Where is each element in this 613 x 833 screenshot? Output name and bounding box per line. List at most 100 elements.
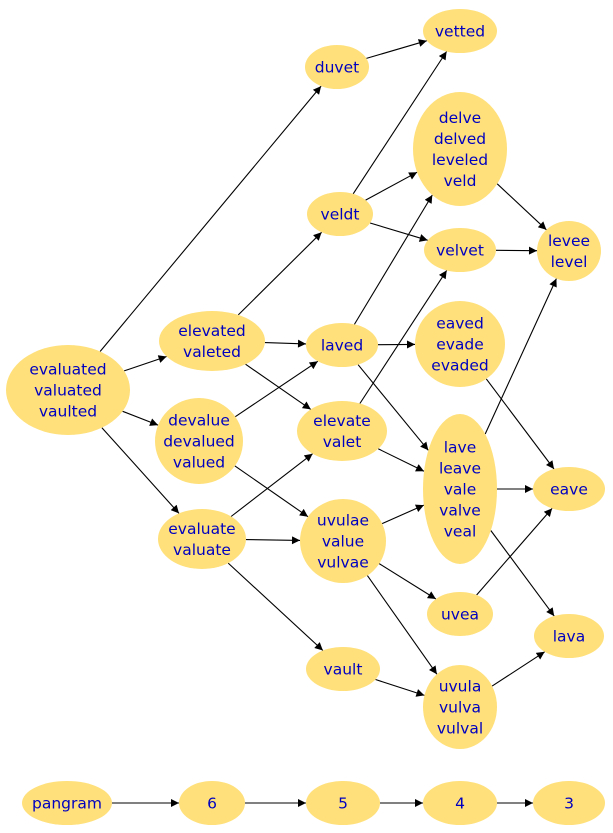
node-eave: eave [533, 467, 605, 511]
node-label: veldt [321, 206, 360, 224]
node-devalue: devalue devalued valued [155, 398, 243, 484]
edge-elevate-to-lave [377, 448, 425, 472]
node-shape-n5 [306, 781, 380, 825]
edge-evaluate-to-vault [227, 562, 324, 651]
node-label: vulval [437, 720, 483, 738]
node-label: uvula [439, 678, 482, 696]
node-shape-lava [534, 614, 604, 658]
node-evaluate: evaluate valuate [158, 509, 246, 569]
node-shape-eaved [415, 301, 505, 387]
edge-evaluate-to-elevate [230, 453, 313, 517]
node-label: valeted [183, 343, 241, 361]
node-shape-pangram [22, 781, 112, 825]
node-shape-levee [537, 221, 601, 281]
node-shape-duvet [305, 45, 369, 89]
node-label: valet [323, 433, 362, 451]
node-vault: vault [306, 647, 380, 691]
node-n3: 3 [533, 781, 605, 825]
node-label: vaulted [39, 403, 97, 421]
node-n4: 4 [423, 781, 497, 825]
node-label: vale [444, 481, 477, 499]
nodes-layer: evaluated valuated vaulted elevated valeted d… [6, 9, 605, 825]
node-shape-velvet [424, 228, 496, 272]
node-label: evade [436, 336, 484, 354]
edge-lave-to-lava [490, 530, 555, 617]
node-label: delved [434, 130, 486, 148]
node-label: devalued [163, 433, 235, 451]
node-shape-eave [533, 467, 605, 511]
node-label: vulva [439, 699, 481, 717]
edge-elevated-to-veldt [237, 231, 322, 316]
node-label: veal [444, 523, 477, 541]
node-label: 3 [564, 795, 574, 813]
edge-evaluated-to-elevated [123, 355, 167, 372]
edge-devalue-to-uvulae [234, 465, 309, 518]
edge-duvet-to-vetted [366, 39, 427, 59]
node-shape-delve [413, 92, 507, 206]
node-shape-vault [306, 647, 380, 691]
node-label: elevated [178, 322, 246, 340]
edge-uvea-to-eave [476, 508, 553, 596]
node-n6: 6 [179, 781, 245, 825]
edge-veldt-to-delve [365, 171, 418, 201]
node-label: evaded [431, 357, 488, 375]
node-levee: levee level [537, 221, 601, 281]
node-label: value [322, 533, 364, 551]
node-label: valuate [173, 541, 231, 559]
edge-delve-to-levee [496, 183, 547, 231]
edge-laved-to-lave [357, 364, 429, 451]
edge-elevated-to-laved [264, 339, 307, 348]
node-shape-lave [423, 414, 497, 564]
node-shape-n6 [179, 781, 245, 825]
node-label: duvet [315, 59, 359, 77]
node-label: evaluated [29, 361, 106, 379]
node-pangram: pangram [22, 781, 112, 825]
node-label: lava [553, 628, 585, 646]
node-label: veld [444, 172, 477, 190]
node-lava: lava [534, 614, 604, 658]
node-label: lave [444, 439, 477, 457]
node-label: eave [550, 481, 588, 499]
node-vetted: vetted [423, 9, 497, 53]
node-shape-veldt [307, 192, 373, 236]
node-n5: 5 [306, 781, 380, 825]
node-label: valve [439, 502, 481, 520]
node-shape-elevate [297, 401, 387, 461]
edges-layer [99, 39, 557, 807]
node-label: eaved [436, 315, 484, 333]
node-label: pangram [32, 795, 102, 813]
node-label: vulvae [317, 554, 369, 572]
node-label: valued [173, 454, 225, 472]
edge-elevated-to-elevate [245, 363, 312, 410]
node-elevated: elevated valeted [159, 311, 265, 371]
node-label: leveled [432, 151, 488, 169]
edge-laved-to-delve [353, 194, 433, 325]
edge-uvulae-to-uvula [366, 575, 438, 675]
node-label: levee [548, 232, 590, 250]
node-shape-laved [306, 323, 378, 367]
node-label: valuated [34, 382, 102, 400]
node-label: level [551, 253, 588, 271]
node-duvet: duvet [305, 45, 369, 89]
node-shape-vetted [423, 9, 497, 53]
edge-evaluated-to-devalue [122, 410, 159, 426]
node-label: devalue [168, 412, 230, 430]
node-label: 6 [207, 795, 217, 813]
node-label: velvet [436, 242, 484, 260]
node-shape-n4 [423, 781, 497, 825]
edge-eaved-to-eave [485, 378, 555, 470]
node-label: 5 [338, 795, 348, 813]
edge-vault-to-uvula [375, 678, 425, 697]
node-label: vault [324, 661, 363, 679]
node-shape-evaluated [6, 345, 130, 435]
node-shape-uvea [427, 592, 493, 636]
node-label: evaluate [168, 520, 235, 538]
edge-uvulae-to-lave [381, 504, 425, 525]
node-label: leave [439, 460, 481, 478]
edge-evaluated-to-duvet [99, 85, 322, 352]
edge-lave-to-levee [484, 278, 557, 435]
